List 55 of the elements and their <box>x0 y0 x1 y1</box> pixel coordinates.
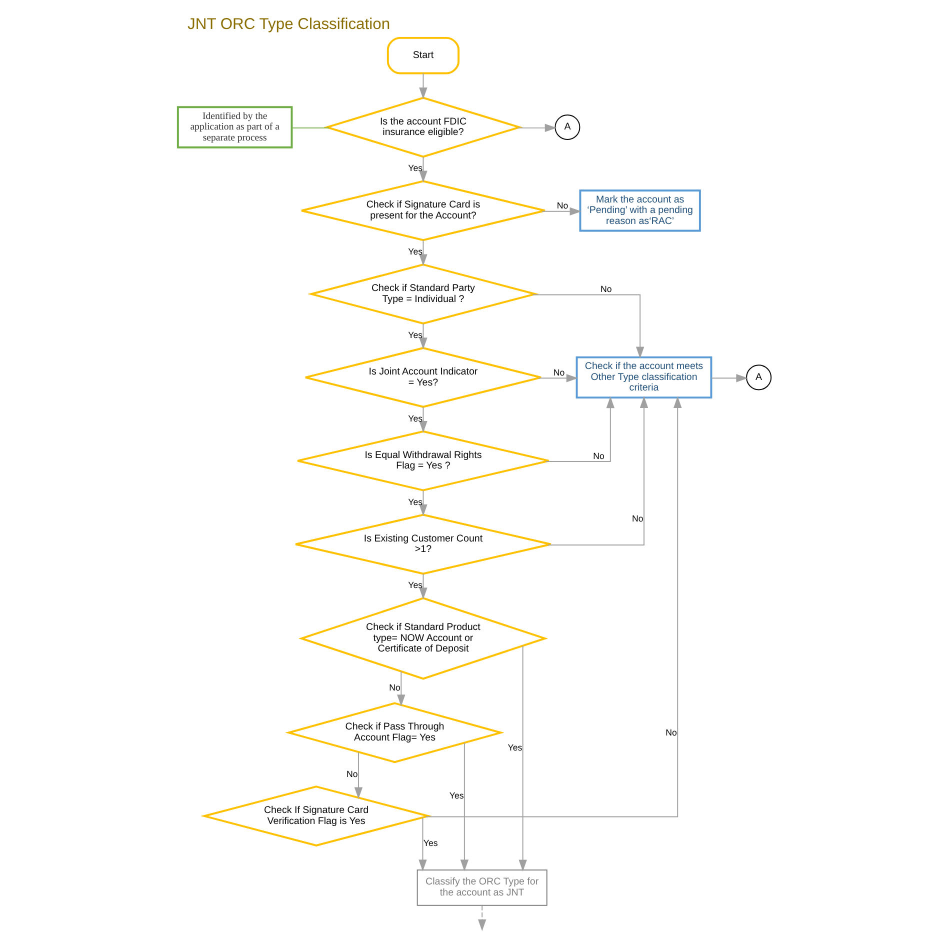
edge-label: Yes <box>408 413 422 424</box>
node-circle: A <box>746 364 772 390</box>
arrow <box>418 406 427 433</box>
arrow <box>424 396 682 818</box>
edge-label: No <box>600 284 612 294</box>
edge-label: Yes <box>408 163 422 174</box>
node-circle: A <box>554 114 580 140</box>
arrow <box>418 240 427 266</box>
arrow <box>477 904 486 932</box>
edge-label: No <box>631 514 643 524</box>
arrow <box>546 396 648 546</box>
arrow <box>418 156 427 183</box>
node-box: Identified by the application as part of a separate process <box>176 106 292 148</box>
arrow <box>537 374 578 382</box>
edge-label: No <box>346 769 358 780</box>
arrow <box>354 752 362 800</box>
arrow <box>460 742 468 872</box>
arrow <box>532 294 644 358</box>
edge-label: Yes <box>408 246 422 257</box>
node-diamond: Check if Standard Product type= NOW Account or Certificate of Deposit <box>298 597 548 680</box>
edge-label: Yes <box>507 742 522 752</box>
edge-label: Yes <box>408 580 422 590</box>
edge-label: Yes <box>408 330 422 340</box>
edge-label: No <box>592 450 604 461</box>
connector <box>290 127 330 128</box>
arrow <box>418 323 427 350</box>
arrow <box>710 374 748 382</box>
node-box: Classify the ORC Type for the account as JNT <box>416 870 547 906</box>
node-box: Start <box>386 36 460 74</box>
node-box: Check if the account meets Other Type classification criteria <box>575 356 712 399</box>
edge-label: No <box>556 200 568 211</box>
node-diamond: Is Joint Account Indicator = Yes? <box>304 347 542 408</box>
edge-label: Yes <box>448 790 464 801</box>
arrow <box>418 72 427 100</box>
node-diamond: Check if Standard Party Type = Individual ? <box>307 264 538 324</box>
node-diamond: Is Existing Customer Count >1? <box>294 514 552 575</box>
arrow <box>516 124 556 132</box>
arrow <box>396 670 405 706</box>
node-diamond: Check if Pass Through Account Flag= Yes <box>284 702 504 764</box>
arrow <box>545 396 614 462</box>
node-diamond: Is the account FDIC insurance eligible? <box>323 96 522 158</box>
arrow <box>418 490 427 516</box>
arrow <box>541 207 582 216</box>
diagram-title: JNT ORC Type Classification <box>187 16 390 33</box>
edge-label: Yes <box>408 496 422 507</box>
edge-label: No <box>388 682 400 692</box>
edge-label: No <box>665 727 676 738</box>
node-box: Mark the account as ‘Pending’ with a pending reason as‘RAC’ <box>578 190 700 232</box>
arrow <box>418 573 427 600</box>
edge-label: Yes <box>422 838 438 848</box>
edge-label: No <box>552 367 564 378</box>
arrow <box>418 817 426 872</box>
node-diamond: Is Equal Withdrawal Rights Flag = Yes ? <box>296 430 550 492</box>
arrow <box>518 645 526 872</box>
node-diamond: Check if Signature Card is present for the Account? <box>300 180 546 242</box>
